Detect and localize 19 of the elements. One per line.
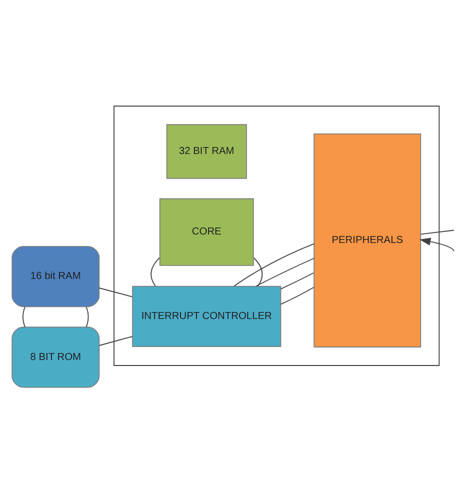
- connector: [256, 258, 315, 287]
- connector: [86, 306, 89, 328]
- connector: [98, 336, 133, 346]
- connector: [280, 286, 314, 305]
- connector: [22, 306, 26, 328]
- node-box: INTERRUPT CONTROLLER: [132, 286, 282, 347]
- connector: [280, 272, 314, 290]
- connector: [98, 288, 133, 298]
- connector: [234, 243, 314, 287]
- node-box: 16 bit RAM: [12, 246, 100, 308]
- node-box: 8 BIT ROM: [12, 326, 100, 388]
- connector: [420, 230, 454, 235]
- arrow: [419, 238, 454, 252]
- connector: [150, 257, 160, 287]
- connector: [253, 257, 263, 287]
- node-box: 32 BIT RAM: [166, 124, 247, 179]
- node-box: PERIPHERALS: [314, 133, 422, 348]
- node-box: CORE: [159, 198, 254, 266]
- cluster: [114, 106, 440, 366]
